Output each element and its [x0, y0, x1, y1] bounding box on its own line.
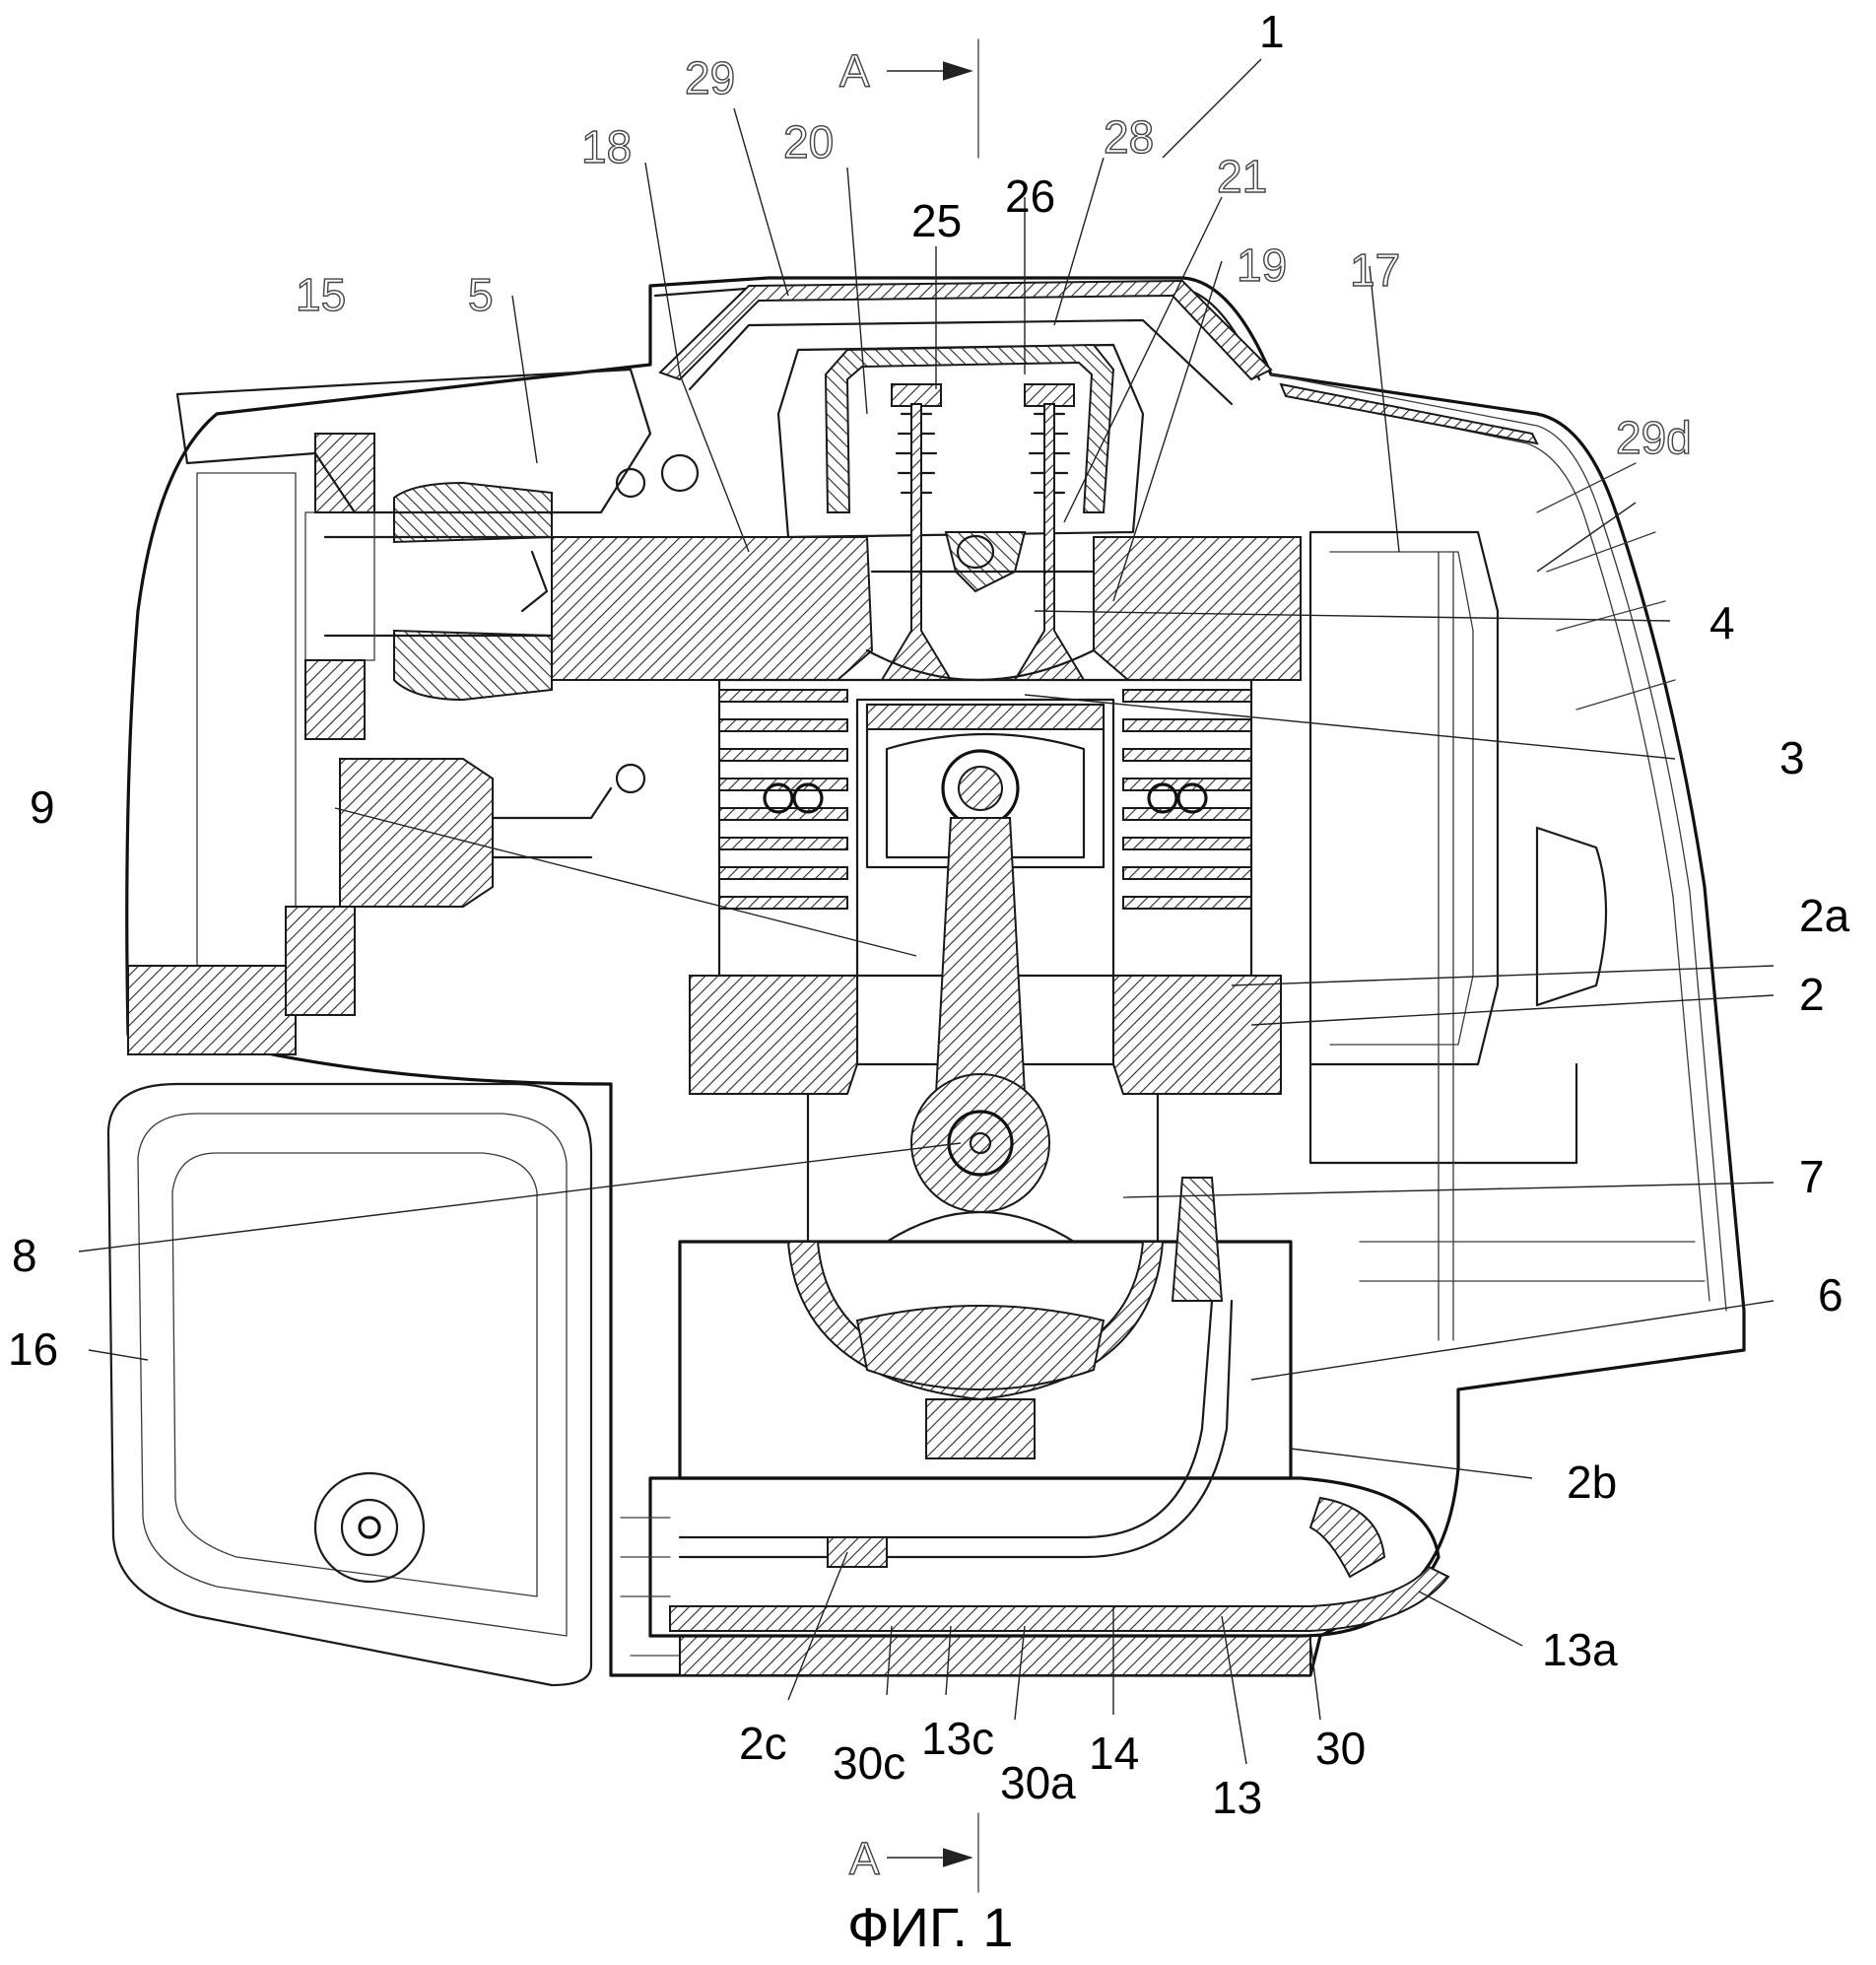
label-7: 7 — [1799, 1151, 1825, 1202]
label-13: 13 — [1212, 1772, 1262, 1823]
valve-train — [880, 383, 1086, 681]
section-marker-bottom: A — [849, 1833, 880, 1884]
reference-labels: 1 29 18 20 28 21 25 26 19 15 5 17 29d 4 … — [8, 6, 1850, 1823]
label-19: 19 — [1237, 239, 1287, 291]
label-4: 4 — [1709, 597, 1735, 648]
label-6: 6 — [1818, 1269, 1843, 1321]
carburettor — [304, 433, 554, 740]
label-14: 14 — [1089, 1728, 1139, 1779]
label-21: 21 — [1217, 151, 1267, 202]
intake-valve — [880, 383, 953, 681]
section-marker-top: A — [839, 45, 870, 97]
label-2b: 2b — [1567, 1457, 1617, 1508]
label-26: 26 — [1005, 170, 1055, 222]
fuel-tank — [106, 1082, 593, 1687]
section-line-bottom — [887, 1812, 979, 1893]
label-9: 9 — [30, 781, 55, 833]
label-2: 2 — [1799, 969, 1825, 1020]
exhaust-valve — [1013, 383, 1086, 681]
cooling-fins-right — [1122, 689, 1252, 910]
air-filter-housing — [127, 368, 700, 1055]
section-line-top — [887, 38, 979, 159]
muffler-ducting — [1308, 462, 1706, 1341]
label-2c: 2c — [739, 1718, 787, 1769]
crankcase — [678, 975, 1293, 1480]
label-15: 15 — [296, 269, 346, 320]
label-30a: 30a — [1000, 1757, 1076, 1808]
label-17: 17 — [1350, 244, 1400, 296]
label-13a: 13a — [1542, 1624, 1618, 1675]
figure-caption: ФИГ. 1 — [847, 1896, 1014, 1958]
label-1: 1 — [1259, 6, 1285, 57]
label-30c: 30c — [833, 1737, 905, 1789]
label-20: 20 — [783, 116, 834, 168]
piston — [865, 703, 1106, 869]
cooling-fins-left — [718, 689, 848, 910]
label-2a: 2a — [1799, 890, 1850, 941]
label-5: 5 — [468, 269, 494, 320]
cylinder-block — [717, 678, 1253, 1066]
label-25: 25 — [911, 195, 962, 246]
label-18: 18 — [581, 121, 632, 172]
label-28: 28 — [1104, 111, 1154, 163]
top-cover — [658, 279, 1273, 539]
oil-reservoir — [620, 1299, 1450, 1638]
label-29d: 29d — [1616, 412, 1692, 463]
leader-lines — [78, 58, 1775, 1765]
connecting-rod — [910, 817, 1050, 1213]
label-29: 29 — [685, 52, 735, 103]
label-16: 16 — [8, 1323, 58, 1375]
label-3: 3 — [1779, 732, 1805, 783]
label-13c: 13c — [921, 1713, 994, 1764]
label-8: 8 — [12, 1230, 37, 1281]
label-30: 30 — [1315, 1723, 1366, 1774]
